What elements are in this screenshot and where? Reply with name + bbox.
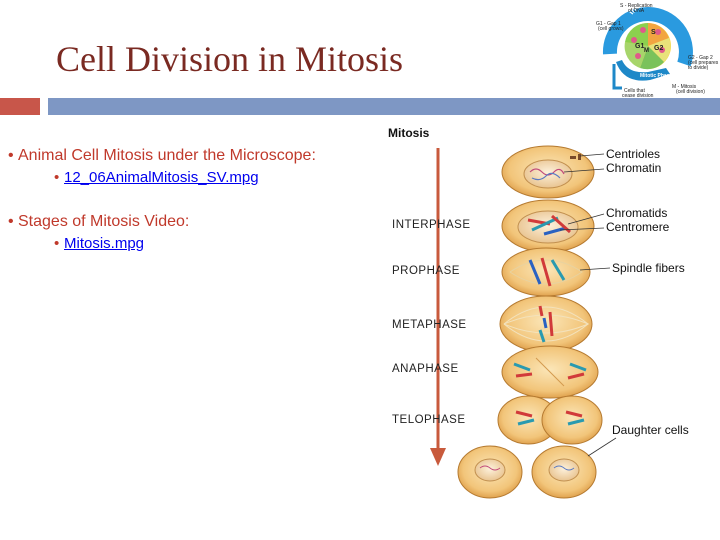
label-spindle-fibers: Spindle fibers bbox=[612, 261, 685, 275]
slide-title: Cell Division in Mitosis bbox=[56, 39, 404, 79]
m-label: M bbox=[644, 48, 649, 54]
label-chromatids: Chromatids bbox=[606, 206, 667, 220]
s-label: S bbox=[651, 29, 656, 36]
timeline-arrow-head bbox=[430, 448, 446, 466]
svg-text:S - Replication: S - Replication bbox=[620, 3, 653, 9]
figure-heading: Mitosis bbox=[388, 126, 430, 140]
svg-text:to divide): to divide) bbox=[688, 65, 709, 71]
bullet-stages-video: Stages of Mitosis Video: bbox=[8, 212, 383, 232]
cell-interphase-late bbox=[501, 199, 595, 253]
bullet-list: Animal Cell Mitosis under the Microscope… bbox=[8, 146, 383, 254]
cell-prophase bbox=[501, 247, 591, 297]
svg-text:cease division: cease division bbox=[622, 93, 654, 99]
exit-arrow bbox=[612, 64, 622, 90]
label-daughter-cells: Daughter cells bbox=[612, 423, 689, 437]
label-chromatin: Chromatin bbox=[606, 161, 661, 175]
title-rule-accent bbox=[0, 98, 40, 115]
svg-text:M - Mitosis: M - Mitosis bbox=[672, 84, 697, 90]
stage-anaphase: ANAPHASE bbox=[392, 363, 459, 375]
stage-telophase: TELOPHASE bbox=[392, 414, 466, 426]
link-mitosis-video[interactable]: Mitosis.mpg bbox=[64, 235, 145, 252]
mitosis-stages-figure: Mitosis INTERPHASE PROPHASE METAPHASE AN… bbox=[388, 126, 689, 499]
title-rule-bar bbox=[48, 98, 720, 115]
sub-bullet-microscope-video: 12_06AnimalMitosis_SV.mpg bbox=[54, 168, 383, 188]
g2-label: G2 bbox=[654, 45, 663, 52]
link-animal-mitosis-video[interactable]: 12_06AnimalMitosis_SV.mpg bbox=[64, 169, 259, 186]
stage-interphase: INTERPHASE bbox=[392, 219, 471, 231]
svg-text:(cell division): (cell division) bbox=[676, 89, 705, 95]
daughter-cells bbox=[457, 445, 597, 499]
cell-anaphase bbox=[501, 345, 599, 399]
stage-metaphase: METAPHASE bbox=[392, 319, 467, 331]
stage-prophase: PROPHASE bbox=[392, 265, 460, 277]
svg-text:(cell prepares: (cell prepares bbox=[688, 60, 719, 66]
label-centromere: Centromere bbox=[606, 220, 670, 234]
bullet-microscope: Animal Cell Mitosis under the Microscope… bbox=[8, 146, 383, 166]
cell-interphase-early bbox=[501, 145, 595, 199]
sub-bullet-mitosis-video: Mitosis.mpg bbox=[54, 234, 383, 254]
svg-text:of DNA: of DNA bbox=[628, 8, 645, 14]
cell-metaphase bbox=[499, 295, 593, 353]
interphase-arc bbox=[602, 7, 693, 67]
cell-telophase bbox=[497, 395, 603, 445]
svg-text:G1 - Gap 1: G1 - Gap 1 bbox=[596, 21, 621, 27]
mitotic-phase-arrow bbox=[616, 60, 670, 81]
g1-label: G1 bbox=[635, 43, 644, 50]
svg-text:(cell grows): (cell grows) bbox=[598, 26, 624, 32]
svg-text:G2 - Gap 2: G2 - Gap 2 bbox=[688, 55, 713, 61]
svg-text:Cells that: Cells that bbox=[624, 88, 645, 94]
mitotic-phase-label: Mitotic Phase bbox=[640, 73, 672, 79]
label-centrioles: Centrioles bbox=[606, 147, 660, 161]
m-phase-wedge bbox=[640, 46, 664, 70]
cell-cycle-diagram: interphase G1 S G2 M Mitotic Phase S - R… bbox=[596, 2, 719, 99]
